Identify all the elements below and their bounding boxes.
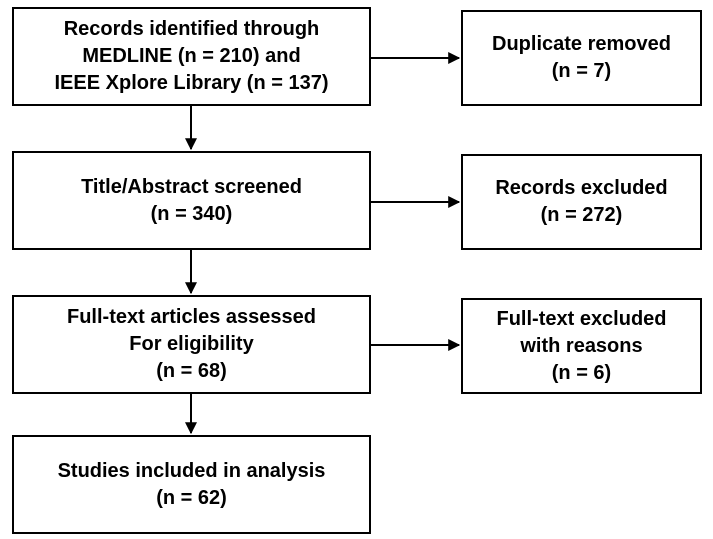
records-excluded-line-2: (n = 272) xyxy=(540,204,623,226)
records-identified-line-2: MEDLINE (n = 210) and xyxy=(82,45,301,67)
fulltext-assessed-line-2: For eligibility xyxy=(129,333,254,355)
studies-included-line-1: Studies included in analysis xyxy=(57,459,326,482)
records-excluded-line-1: Records excluded xyxy=(495,177,668,199)
fulltext-assessed-line-1: Full-text articles assessed xyxy=(66,306,316,328)
fulltext-assessed-line-3: (n = 68) xyxy=(156,360,227,382)
title-abstract-screened-line-1: Title/Abstract screened xyxy=(81,175,302,198)
records-identified-line-1: Records identified through xyxy=(63,18,320,40)
fulltext-excluded-line-1: Full-text excluded xyxy=(496,307,667,330)
duplicate-removed-line-1: Duplicate removed xyxy=(492,33,671,55)
fulltext-excluded-box: Full-text excluded with reasons (n = 6) xyxy=(461,298,702,394)
fulltext-excluded-line-2: with reasons xyxy=(520,334,643,357)
records-identified-box: Records identified through MEDLINE (n = … xyxy=(12,7,371,106)
duplicate-removed-box: Duplicate removed (n = 7) xyxy=(461,10,702,106)
fulltext-assessed-box: Full-text articles assessed For eligibil… xyxy=(12,295,371,394)
records-identified-line-3: IEEE Xplore Library (n = 137) xyxy=(54,72,329,94)
title-abstract-screened-line-2: (n = 340) xyxy=(150,202,233,225)
fulltext-excluded-line-3: (n = 6) xyxy=(551,361,612,384)
title-abstract-screened-box: Title/Abstract screened (n = 340) xyxy=(12,151,371,250)
studies-included-line-2: (n = 62) xyxy=(156,486,227,509)
duplicate-removed-line-2: (n = 7) xyxy=(551,60,612,82)
studies-included-box: Studies included in analysis (n = 62) xyxy=(12,435,371,534)
records-excluded-box: Records excluded (n = 272) xyxy=(461,154,702,250)
